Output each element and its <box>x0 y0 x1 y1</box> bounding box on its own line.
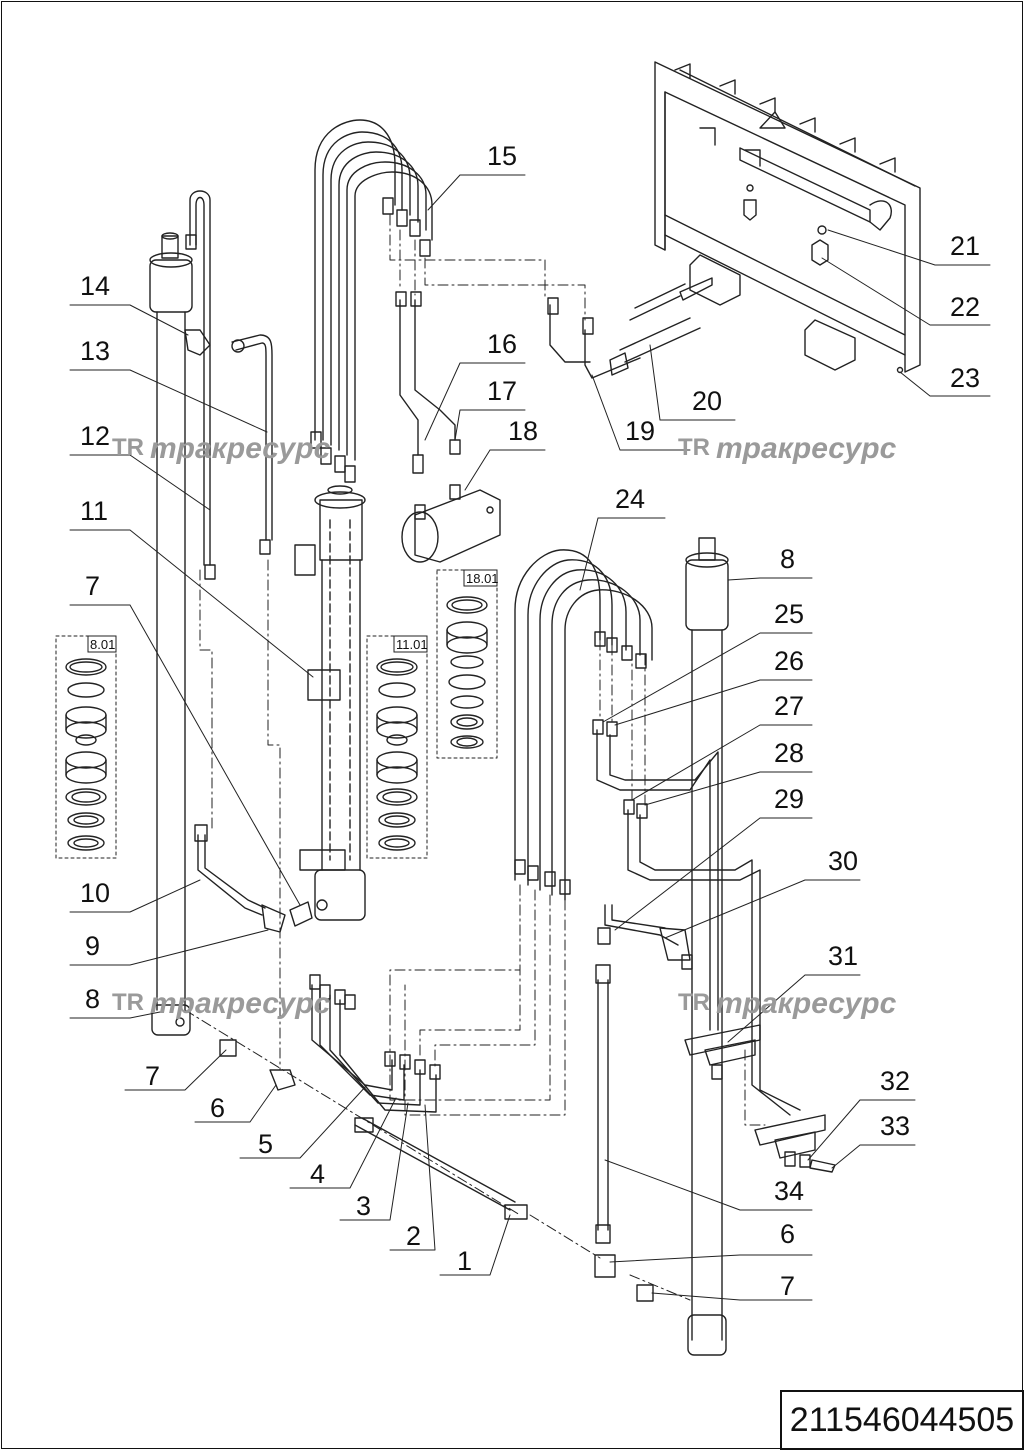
callout: 17 <box>487 376 517 406</box>
callout: 14 <box>80 271 110 301</box>
fittings-6-7-left <box>219 1039 654 1302</box>
callout: 8 <box>85 984 100 1014</box>
callout: 16 <box>487 329 517 359</box>
callout: 15 <box>487 141 517 171</box>
centre-cylinder-11 <box>294 485 366 921</box>
callout: 26 <box>774 646 804 676</box>
callout-numbers: 1 2 3 4 5 6 6 7 7 7 8 8 9 10 11 12 13 14… <box>80 141 980 1301</box>
callout: 34 <box>774 1176 804 1206</box>
leader-lines <box>69 174 991 1301</box>
kit-11-01-seals <box>376 658 418 851</box>
callout: 11 <box>80 496 108 526</box>
attachment-frame <box>654 61 921 374</box>
callout: 7 <box>145 1061 160 1091</box>
callout: 8 <box>780 544 795 574</box>
pipes-19-20 <box>547 277 713 379</box>
right-cylinder-8 <box>685 537 729 1356</box>
callout: 22 <box>950 292 980 322</box>
callout: 10 <box>80 878 110 908</box>
watermarks: TR тракресурс TR тракресурс TR тракресур… <box>112 432 897 1020</box>
callout: 20 <box>692 386 722 416</box>
callout: 9 <box>85 931 100 961</box>
callout: 28 <box>774 738 804 768</box>
hose-1 <box>354 1117 528 1220</box>
callout: 4 <box>310 1159 325 1189</box>
callout: 31 <box>828 941 858 971</box>
clamps-31 <box>684 1024 836 1173</box>
callout: 7 <box>780 1271 795 1301</box>
kit-18-01-seals <box>446 596 488 749</box>
pipes-25-29 <box>592 719 801 1116</box>
pipe-10 <box>194 824 313 933</box>
callout: 18 <box>508 416 538 446</box>
hose-bundle-24 <box>514 549 653 901</box>
callout: 7 <box>85 571 100 601</box>
kit-label: 8.01 <box>90 637 115 652</box>
kit-8-01-seals <box>65 658 107 851</box>
hose-34 <box>595 964 611 1244</box>
callout: 30 <box>828 846 858 876</box>
callout: 13 <box>80 336 110 366</box>
hose-12 <box>184 190 273 580</box>
watermark-text: тракресурс <box>716 987 897 1020</box>
kit-boxes <box>55 569 498 859</box>
callout: 6 <box>780 1219 795 1249</box>
callout: 21 <box>950 231 980 261</box>
watermark-logo: TR <box>678 989 710 1016</box>
watermark-text: тракресурс <box>150 987 331 1020</box>
callout: 32 <box>880 1066 910 1096</box>
callout: 29 <box>774 784 804 814</box>
kit-labels: 8.01 11.01 18.01 <box>87 569 499 653</box>
callout: 27 <box>774 691 804 721</box>
watermark-text: тракресурс <box>150 432 331 465</box>
hoses-16-17 <box>395 291 461 474</box>
callout: 33 <box>880 1111 910 1141</box>
callout: 3 <box>356 1191 371 1221</box>
callout: 24 <box>615 484 645 514</box>
callout: 1 <box>457 1246 472 1276</box>
callout: 23 <box>950 363 980 393</box>
hoses-2-5 <box>309 974 441 1113</box>
part-number: 211546044505 <box>789 1400 1015 1439</box>
watermark-logo: TR <box>678 434 710 461</box>
callout: 2 <box>406 1221 421 1251</box>
callout: 25 <box>774 599 804 629</box>
callout: 6 <box>210 1093 225 1123</box>
hose-bundle-15 <box>310 119 433 483</box>
callout: 5 <box>258 1129 273 1159</box>
callout: 12 <box>80 421 110 451</box>
watermark-logo: TR <box>112 989 144 1016</box>
callout: 19 <box>625 416 655 446</box>
watermark-logo: TR <box>112 434 144 461</box>
watermark-text: тракресурс <box>716 432 897 465</box>
left-cylinder-8 <box>149 232 193 1036</box>
kit-label: 11.01 <box>396 637 428 652</box>
kit-label: 18.01 <box>466 571 499 586</box>
part-number-box: 211546044505 <box>780 1390 1024 1450</box>
valve-block-18 <box>401 484 501 563</box>
